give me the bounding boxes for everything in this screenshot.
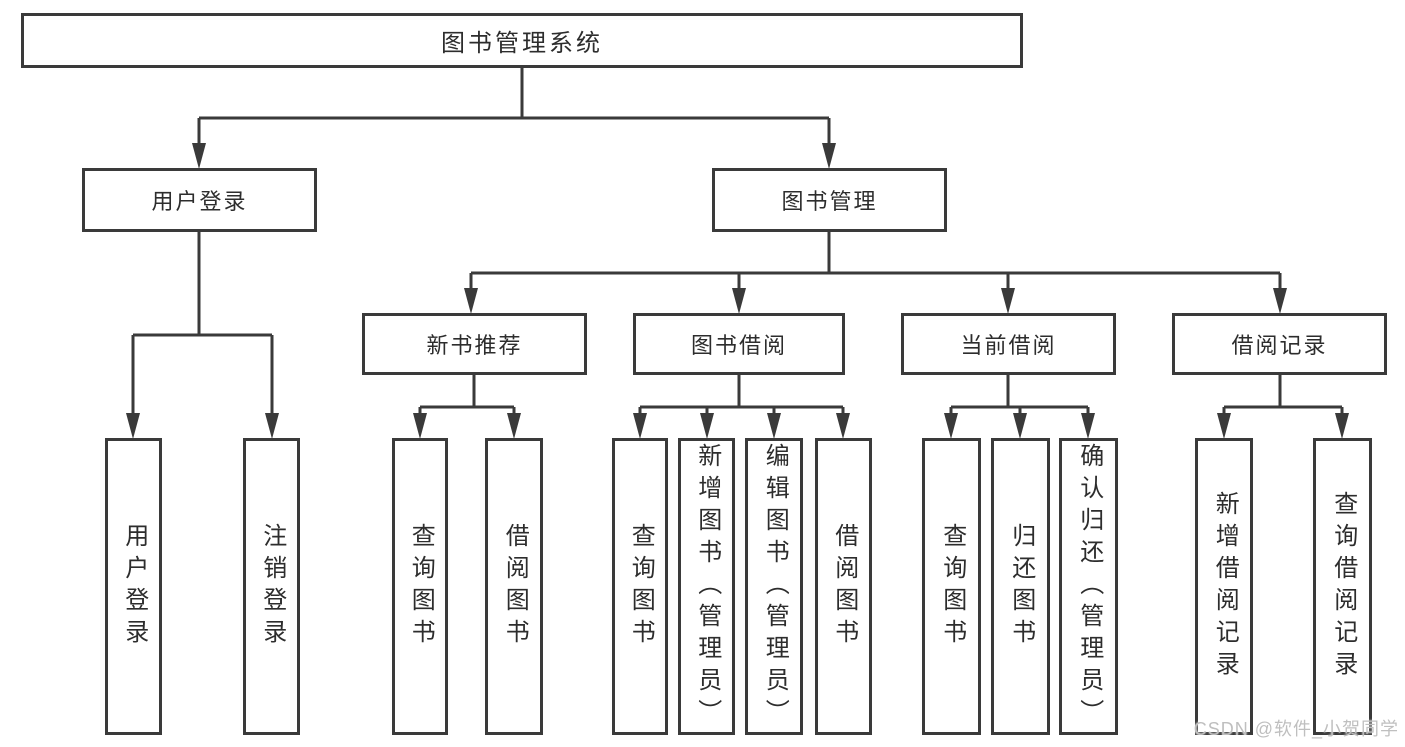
node-root-system: 图书管理系统 — [21, 13, 1023, 68]
leaf-add-borrow-record-label: 新增借阅记录 — [1211, 490, 1239, 683]
leaf-user-login: 用户登录 — [105, 438, 162, 735]
leaf-add-book-admin: 新增图书（管理员） — [678, 438, 735, 735]
node-user-login: 用户登录 — [82, 168, 317, 232]
node-borrow-record: 借阅记录 — [1172, 313, 1387, 375]
leaf-user-login-label: 用户登录 — [120, 522, 148, 651]
leaf-current-query-book-label: 查询图书 — [938, 522, 966, 651]
leaf-edit-book-admin-label: 编辑图书（管理员） — [761, 442, 789, 731]
leaf-logout-label: 注销登录 — [258, 522, 286, 651]
leaf-recommend-query-book: 查询图书 — [392, 438, 448, 735]
leaf-confirm-return-admin-label: 确认归还（管理员） — [1075, 442, 1103, 731]
leaf-edit-book-admin: 编辑图书（管理员） — [745, 438, 803, 735]
leaf-confirm-return-admin: 确认归还（管理员） — [1059, 438, 1118, 735]
node-book-borrow: 图书借阅 — [633, 313, 845, 375]
leaf-borrow-query-book-label: 查询图书 — [627, 522, 655, 651]
csdn-watermark: CSDN @软件_小贺同学 — [1193, 719, 1399, 739]
node-book-management: 图书管理 — [712, 168, 947, 232]
leaf-borrow-query-book: 查询图书 — [612, 438, 668, 735]
arrowheads — [126, 143, 1349, 439]
leaf-recommend-borrow-book-label: 借阅图书 — [501, 522, 529, 651]
leaf-return-book-label: 归还图书 — [1007, 522, 1035, 651]
node-current-borrow: 当前借阅 — [901, 313, 1116, 375]
leaf-query-borrow-record-label: 查询借阅记录 — [1329, 490, 1357, 683]
leaf-add-borrow-record: 新增借阅记录 — [1195, 438, 1253, 735]
leaf-current-query-book: 查询图书 — [922, 438, 981, 735]
leaf-recommend-borrow-book: 借阅图书 — [485, 438, 543, 735]
leaf-return-book: 归还图书 — [991, 438, 1050, 735]
leaf-logout: 注销登录 — [243, 438, 300, 735]
node-new-book-recommend: 新书推荐 — [362, 313, 587, 375]
leaf-recommend-query-book-label: 查询图书 — [407, 522, 435, 651]
leaf-add-book-admin-label: 新增图书（管理员） — [693, 442, 721, 731]
leaf-borrow-book-label: 借阅图书 — [830, 522, 858, 651]
leaf-query-borrow-record: 查询借阅记录 — [1313, 438, 1372, 735]
leaf-borrow-book: 借阅图书 — [815, 438, 872, 735]
